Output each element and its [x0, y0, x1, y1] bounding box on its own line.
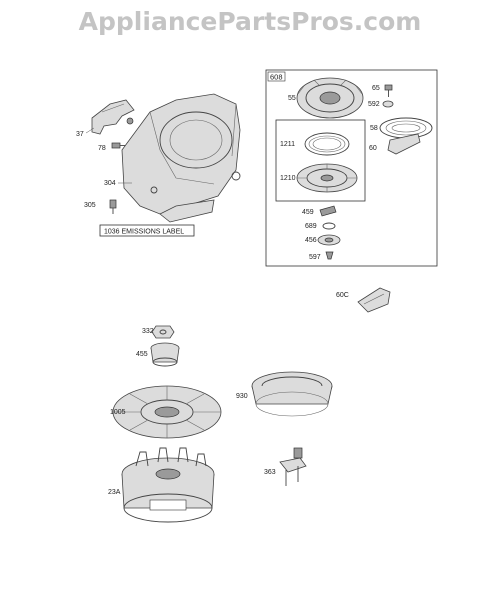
label-304: 304: [104, 180, 116, 187]
label-58: 58: [370, 125, 378, 132]
part-455-starter-cup[interactable]: [150, 342, 180, 367]
label-23A: 23A: [108, 489, 121, 496]
label-305: 305: [84, 202, 96, 209]
part-456-retainer[interactable]: [317, 234, 341, 246]
label-689: 689: [305, 223, 317, 230]
label-55: 55: [288, 95, 296, 102]
label-1210: 1210: [280, 175, 296, 182]
blower-housing[interactable]: [121, 93, 241, 223]
part-1005-flywheel-screen[interactable]: [112, 385, 222, 439]
part-37-baffle[interactable]: [91, 99, 135, 135]
label-455: 455: [136, 351, 148, 358]
part-1210-pulley[interactable]: [296, 163, 358, 193]
label-456: 456: [305, 237, 317, 244]
label-1005: 1005: [110, 409, 126, 416]
part-597-screw[interactable]: [325, 251, 334, 260]
part-332-flywheel-nut[interactable]: [151, 325, 175, 339]
part-305-screw[interactable]: [109, 199, 117, 214]
part-55-starter-housing[interactable]: [296, 77, 364, 119]
label-363: 363: [264, 469, 276, 476]
watermark: AppliancePartsPros.com: [79, 7, 422, 36]
label-1211: 1211: [280, 141, 295, 148]
part-60C-starter-handle[interactable]: [357, 287, 391, 313]
part-459-pawl[interactable]: [319, 205, 337, 217]
part-592-washer[interactable]: [382, 100, 394, 108]
label-592: 592: [368, 101, 380, 108]
label-597: 597: [309, 254, 321, 261]
label-60: 60: [369, 145, 377, 152]
part-65-screw[interactable]: [384, 84, 393, 97]
part-60-starter-handle[interactable]: [387, 133, 421, 155]
label-37: 37: [76, 131, 84, 138]
label-65: 65: [372, 85, 380, 92]
group-box-608: 608: [265, 69, 438, 267]
part-930-rotating-screen[interactable]: [251, 371, 333, 417]
label-60C: 60C: [336, 292, 349, 299]
emissions-label-box[interactable]: 1036 EMISSIONS LABEL: [99, 224, 195, 237]
label-332: 332: [142, 328, 154, 335]
label-608: 608: [270, 73, 283, 82]
part-689-spring[interactable]: [322, 222, 336, 230]
part-363-bracket[interactable]: [279, 447, 307, 486]
part-1211-rewind-spring[interactable]: [304, 132, 350, 156]
label-930: 930: [236, 393, 248, 400]
label-459: 459: [302, 209, 314, 216]
emissions-label-text: 1036 EMISSIONS LABEL: [104, 229, 184, 236]
part-58-starter-rope[interactable]: [379, 117, 433, 139]
part-23A-flywheel[interactable]: [121, 447, 215, 523]
label-78: 78: [98, 145, 106, 152]
